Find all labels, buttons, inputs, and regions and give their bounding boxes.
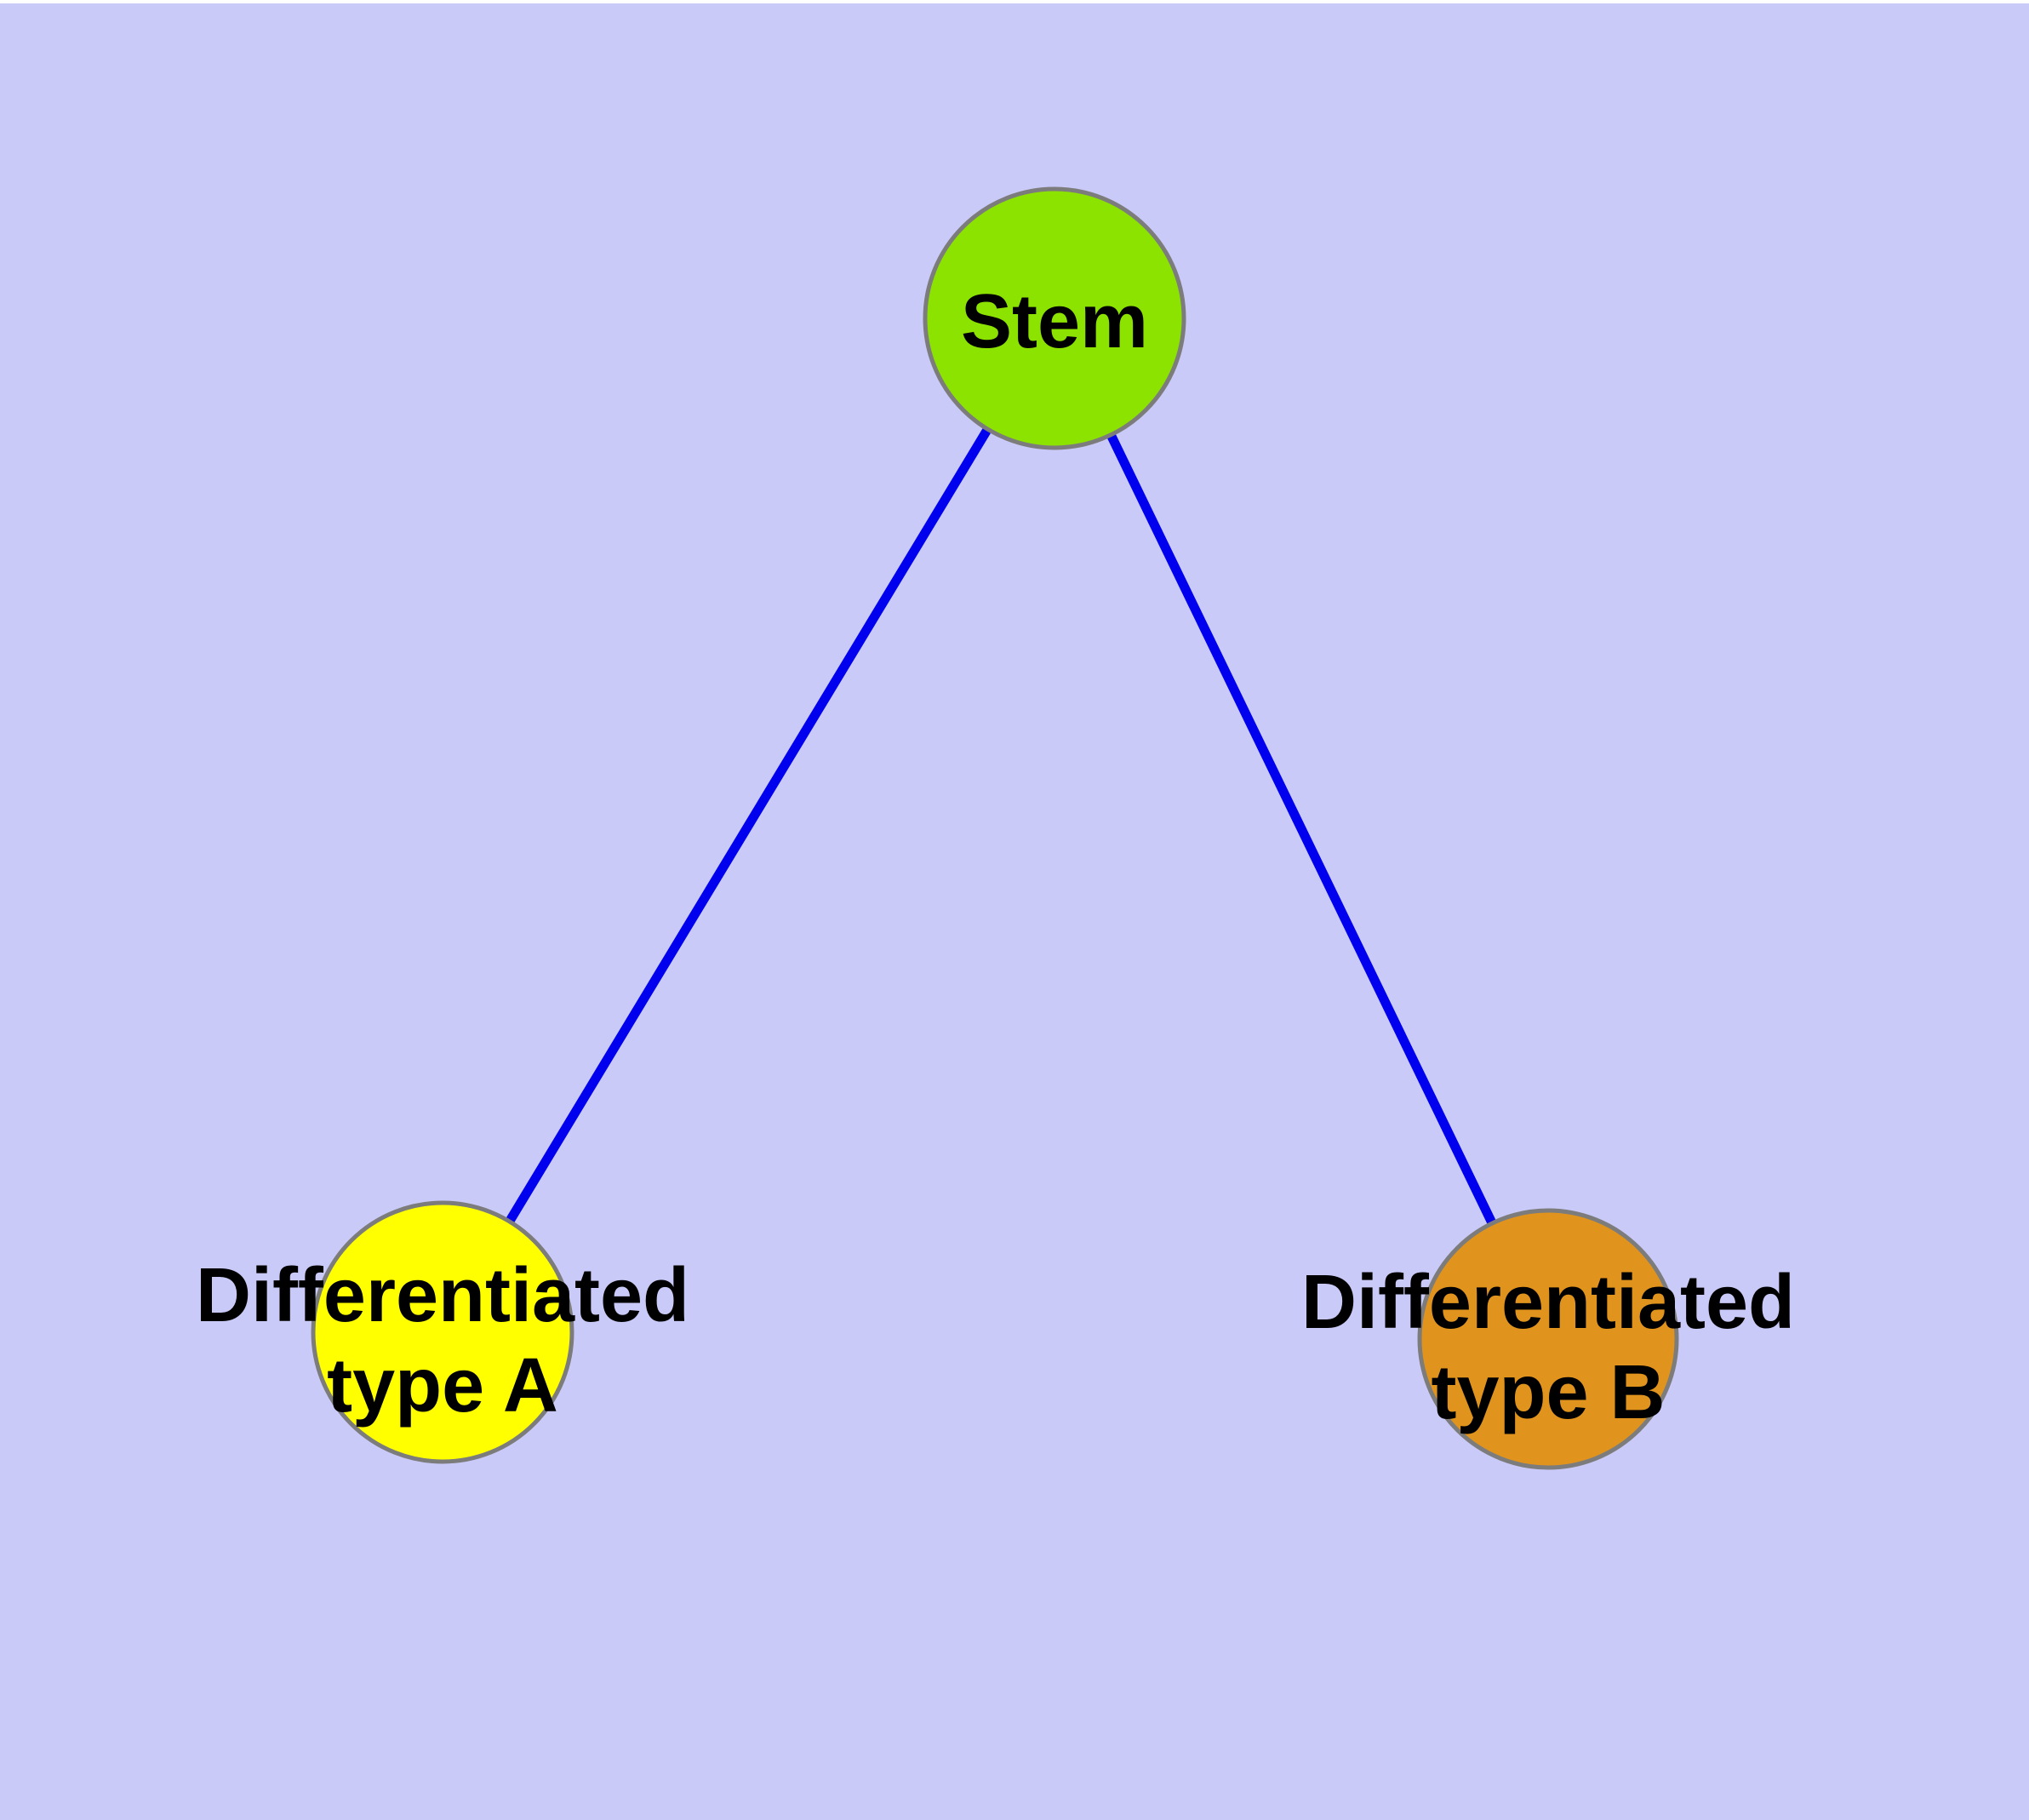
node-differentiated-type-b-label-line-2: type B (1431, 1350, 1665, 1435)
edge-stem-to-differentiated-type-b (1050, 316, 1552, 1342)
edge-stem-to-differentiated-type-a (438, 316, 1059, 1335)
node-stem-label: Stem (961, 279, 1148, 364)
node-differentiated-type-a-circle (311, 1200, 574, 1464)
node-differentiated-type-b-label-line-1: Differentiated (1301, 1260, 1795, 1345)
node-stem-circle (923, 186, 1186, 450)
node-differentiated-type-a-label-line-1: Differentiated (196, 1253, 689, 1338)
node-stem-label-line-1: Stem (961, 279, 1148, 364)
node-differentiated-type-b-circle (1417, 1208, 1679, 1470)
node-differentiated-type-a-label-line-2: type A (327, 1343, 558, 1428)
